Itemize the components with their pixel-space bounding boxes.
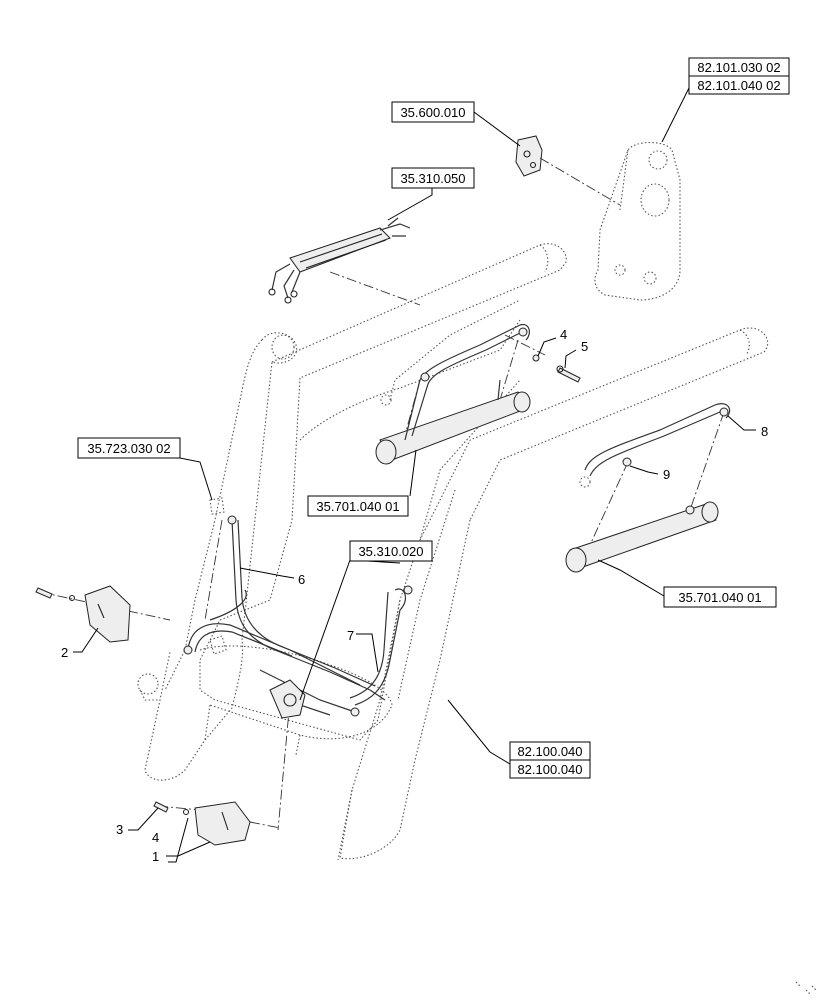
cover-lower xyxy=(194,801,251,846)
ref-box-35-723-030-02 xyxy=(77,437,181,459)
callout-8: 8 xyxy=(761,424,768,439)
callout-4-top: 4 xyxy=(560,327,567,342)
ref-box-35-310-050 xyxy=(391,167,475,189)
callout-numbers: 4 5 8 9 6 7 2 3 4 1 xyxy=(61,327,768,864)
mounting-bracket xyxy=(594,141,681,301)
lower-hydraulic-cylinder xyxy=(565,403,731,573)
ref-35-701-040-01-b: 35.701.040 01 xyxy=(678,590,761,605)
switch-component xyxy=(515,135,543,177)
ref-box-82-100-040-b xyxy=(509,759,591,779)
ref-box-35-310-020 xyxy=(349,540,433,562)
ref-box-35-701-040-01-a xyxy=(307,495,409,517)
ref-82-100-040-b: 82.100.040 xyxy=(517,762,582,777)
assembly-lines xyxy=(39,157,725,831)
ref-35-701-040-01-a: 35.701.040 01 xyxy=(316,499,399,514)
callout-7: 7 xyxy=(347,628,354,643)
callout-5: 5 xyxy=(581,339,588,354)
reference-boxes: 82.101.030 02 82.101.040 02 35.600.010 3… xyxy=(77,57,790,779)
ref-35-600-010: 35.600.010 xyxy=(400,105,465,120)
ref-82-101-040-02: 82.101.040 02 xyxy=(697,78,780,93)
bolts xyxy=(35,587,190,816)
ref-35-723-030-02: 35.723.030 02 xyxy=(87,441,170,456)
ref-82-101-030-02: 82.101.030 02 xyxy=(697,60,780,75)
ref-82-100-040-a: 82.100.040 xyxy=(517,744,582,759)
cover-upper xyxy=(84,585,131,643)
loader-arm-frame xyxy=(137,243,769,861)
leader-lines xyxy=(73,85,756,863)
ref-box-82-101-040-02 xyxy=(688,75,790,95)
corner-mark xyxy=(795,981,817,995)
callout-1: 1 xyxy=(152,849,159,864)
callout-6: 6 xyxy=(298,572,305,587)
ref-35-310-020: 35.310.020 xyxy=(358,544,423,559)
ref-box-35-600-010 xyxy=(391,101,475,123)
wiring-harness xyxy=(268,217,411,304)
callout-2: 2 xyxy=(61,645,68,660)
callout-4-bottom: 4 xyxy=(152,830,159,845)
callout-3: 3 xyxy=(116,822,123,837)
callout-9: 9 xyxy=(663,467,670,482)
upper-hydraulic-cylinder xyxy=(375,323,581,465)
ref-box-35-701-040-01-b xyxy=(663,586,777,608)
hose-bundle xyxy=(183,515,413,719)
ref-35-310-050: 35.310.050 xyxy=(400,171,465,186)
